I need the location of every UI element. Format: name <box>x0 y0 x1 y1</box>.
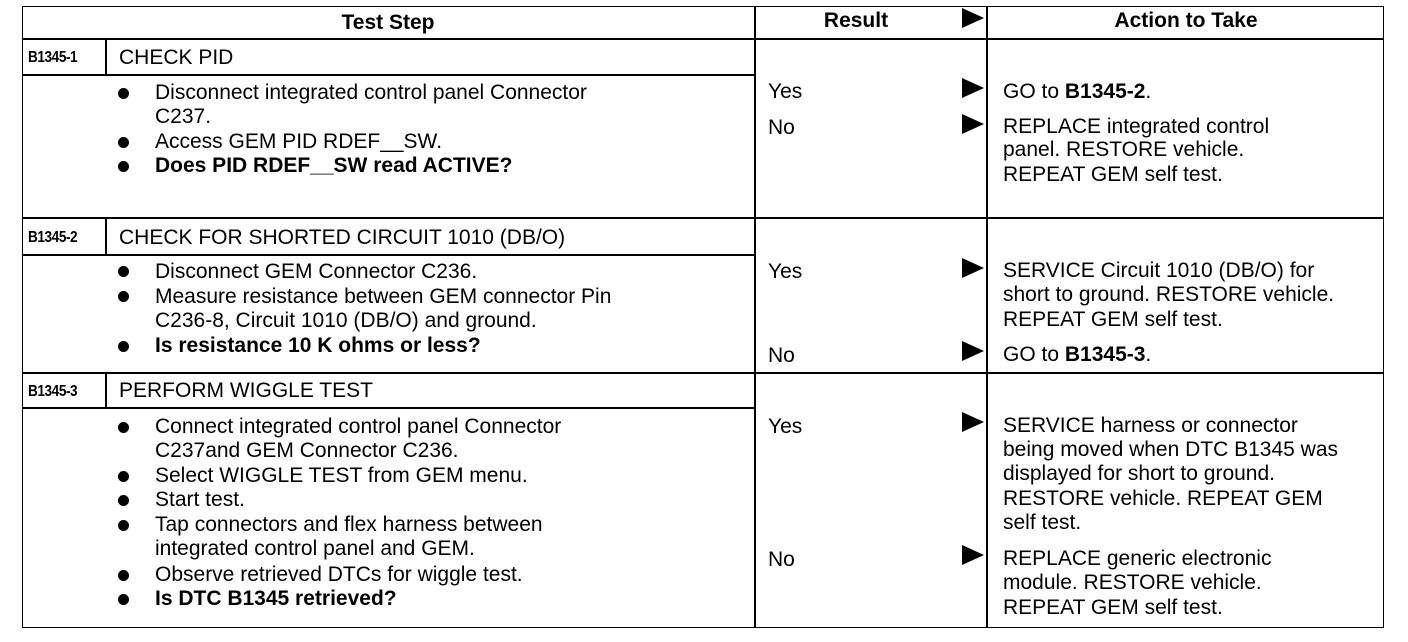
step2-title-divider <box>22 254 756 256</box>
action-line: REPEAT GEM self test. <box>1003 308 1223 331</box>
step-line: Tap connectors and flex harness between <box>155 513 543 536</box>
result-yes: Yes <box>768 80 803 103</box>
step-line: Access GEM PID RDEF__SW. <box>155 130 443 153</box>
step-line: Select WIGGLE TEST from GEM menu. <box>155 464 528 487</box>
step-line: Observe retrieved DTCs for wiggle test. <box>155 563 523 586</box>
action-line: short to ground. RESTORE vehicle. <box>1003 283 1335 306</box>
step-title: PERFORM WIGGLE TEST <box>119 379 373 402</box>
bullet-icon <box>118 291 129 302</box>
action-line: RESTORE vehicle. REPEAT GEM <box>1003 487 1323 510</box>
step-line: Start test. <box>155 488 245 511</box>
arrow-icon <box>962 412 984 432</box>
header-action: Action to Take <box>1114 9 1258 32</box>
diagnostic-table <box>22 6 1384 628</box>
arrow-icon <box>962 114 984 134</box>
bullet-icon <box>118 471 129 482</box>
arrow-icon <box>962 78 984 98</box>
result-no: No <box>768 548 795 571</box>
action-line: REPEAT GEM self test. <box>1003 163 1223 186</box>
step-line: Measure resistance between GEM connector… <box>155 285 612 308</box>
action-line: SERVICE Circuit 1010 (DB/O) for <box>1003 259 1315 282</box>
action-line: module. RESTORE vehicle. <box>1003 571 1262 594</box>
result-no: No <box>768 116 795 139</box>
result-yes: Yes <box>768 260 803 283</box>
action-line: GO to B1345-2. <box>1003 80 1152 103</box>
step-line: C236-8, Circuit 1010 (DB/O) and ground. <box>155 309 537 332</box>
col-divider-1 <box>754 6 756 628</box>
action-line: self test. <box>1003 511 1082 534</box>
action-line: panel. RESTORE vehicle. <box>1003 138 1245 161</box>
bullet-icon <box>118 422 129 433</box>
step-code: B1345-1 <box>28 49 78 66</box>
step3-title-divider <box>22 407 756 409</box>
action-line: displayed for short to ground. <box>1003 462 1275 485</box>
code-divider-3 <box>105 374 107 408</box>
row-divider-1 <box>22 217 1384 219</box>
step-question: Is resistance 10 K ohms or less? <box>155 334 481 357</box>
code-divider-2 <box>105 219 107 255</box>
col-divider-2 <box>986 6 988 628</box>
action-line: being moved when DTC B1345 was <box>1003 438 1339 461</box>
step-line: C237. <box>155 105 212 128</box>
bullet-icon <box>118 570 129 581</box>
bullet-icon <box>118 137 129 148</box>
action-line: GO to B1345-3. <box>1003 343 1152 366</box>
step-code: B1345-3 <box>28 383 78 400</box>
row-divider-2 <box>22 372 1384 374</box>
bullet-icon <box>118 520 129 531</box>
step1-title-divider <box>22 74 756 76</box>
step-line: integrated control panel and GEM. <box>155 537 475 560</box>
result-no: No <box>768 344 795 367</box>
bullet-icon <box>118 266 129 277</box>
action-line: REPLACE integrated control <box>1003 115 1270 138</box>
arrow-icon <box>962 545 984 565</box>
header-test-step: Test Step <box>341 11 435 34</box>
bullet-icon <box>118 341 129 352</box>
step-title: CHECK PID <box>119 46 234 69</box>
header-result: Result <box>823 9 889 32</box>
step-line: Connect integrated control panel Connect… <box>155 415 562 438</box>
code-divider-1 <box>105 40 107 75</box>
header-arrow-icon <box>962 8 984 28</box>
action-line: SERVICE harness or connector <box>1003 414 1298 437</box>
bullet-icon <box>118 594 129 605</box>
arrow-icon <box>962 341 984 361</box>
step-line: C237and GEM Connector C236. <box>155 439 459 462</box>
arrow-icon <box>962 258 984 278</box>
bullet-icon <box>118 88 129 99</box>
step-code: B1345-2 <box>28 229 78 246</box>
action-line: REPLACE generic electronic <box>1003 547 1272 570</box>
step-line: Disconnect integrated control panel Conn… <box>155 81 587 104</box>
step-line: Disconnect GEM Connector C236. <box>155 260 478 283</box>
action-line: REPEAT GEM self test. <box>1003 596 1223 619</box>
header-divider <box>22 38 1384 40</box>
step-question: Does PID RDEF__SW read ACTIVE? <box>155 154 513 177</box>
bullet-icon <box>118 495 129 506</box>
result-yes: Yes <box>768 415 803 438</box>
bullet-icon <box>118 161 129 172</box>
step-title: CHECK FOR SHORTED CIRCUIT 1010 (DB/O) <box>119 226 566 249</box>
step-question: Is DTC B1345 retrieved? <box>155 587 397 610</box>
